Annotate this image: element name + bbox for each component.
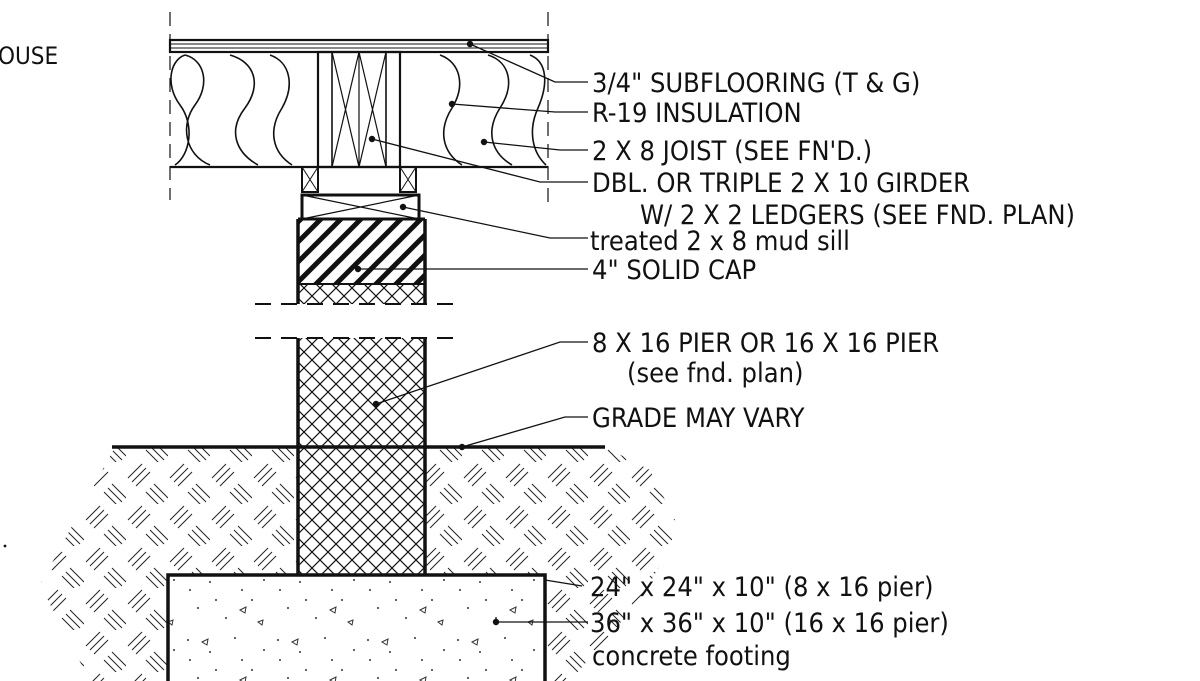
partial-text-label: OUSE bbox=[0, 42, 58, 70]
leader-dots bbox=[354, 40, 500, 626]
stray-mark bbox=[3, 544, 7, 548]
label-mud-sill: treated 2 x 8 mud sill bbox=[590, 226, 850, 257]
label-concrete-footing: concrete footing bbox=[592, 641, 791, 672]
mud-sill bbox=[300, 193, 421, 221]
solid-cap bbox=[296, 217, 427, 304]
label-girder-ledgers: W/ 2 X 2 LEDGERS (SEE FND. PLAN) bbox=[640, 200, 1075, 231]
label-pier: 8 X 16 PIER OR 16 X 16 PIER bbox=[592, 328, 939, 359]
masonry-pier bbox=[296, 338, 427, 575]
earth-fill bbox=[40, 447, 680, 681]
label-subflooring: 3/4" SUBFLOORING (T & G) bbox=[592, 68, 920, 99]
label-grade: GRADE MAY VARY bbox=[592, 403, 805, 434]
label-solid-cap: 4" SOLID CAP bbox=[592, 255, 756, 286]
label-pier-note: (see fnd. plan) bbox=[627, 358, 803, 389]
label-joist: 2 X 8 JOIST (SEE FN'D.) bbox=[592, 136, 872, 167]
concrete-footing bbox=[166, 573, 547, 681]
leader-lines bbox=[358, 43, 588, 623]
label-girder: DBL. OR TRIPLE 2 X 10 GIRDER bbox=[592, 168, 970, 199]
floor-framing bbox=[168, 12, 550, 210]
label-insulation: R-19 INSULATION bbox=[592, 98, 802, 129]
label-footing-small: 24" x 24" x 10" (8 x 16 pier) bbox=[590, 572, 933, 603]
label-footing-large: 36" x 36" x 10" (16 x 16 pier) bbox=[590, 608, 949, 639]
